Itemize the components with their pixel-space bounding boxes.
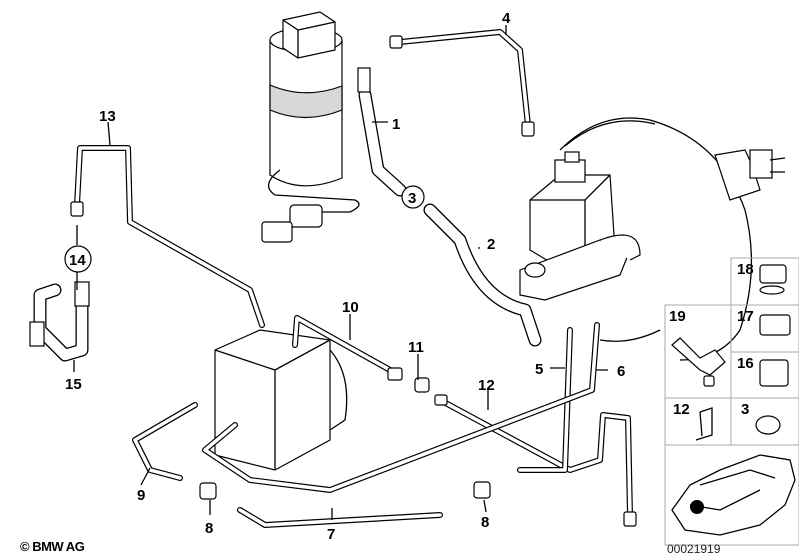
clip-18-drawing	[759, 264, 787, 284]
brake-booster	[559, 117, 786, 361]
inset-label-19: 19	[669, 308, 686, 325]
location-marker	[690, 500, 704, 514]
label-part-13: 13	[99, 108, 116, 125]
leader-lines	[73, 25, 608, 520]
inset-label-17: 17	[737, 308, 754, 325]
label-part-2: 2	[487, 236, 495, 253]
copyright-notice: © BMW AG	[20, 539, 85, 554]
label-part-7: 7	[327, 526, 335, 543]
clip-17-drawing	[759, 314, 791, 336]
inset-label-12: 12	[673, 401, 690, 418]
label-part-1: 1	[392, 116, 400, 133]
callout-circle-3	[401, 185, 425, 209]
clip-16-drawing	[759, 359, 789, 387]
small-parts-inset	[664, 257, 799, 546]
label-part-10: 10	[342, 299, 359, 316]
brake-pipes	[70, 29, 637, 528]
hydraulic-unit	[214, 329, 348, 471]
label-part-11: 11	[408, 339, 424, 356]
master-cylinder	[519, 151, 641, 301]
inset-label-3: 3	[741, 401, 749, 418]
label-part-5: 5	[535, 361, 543, 378]
label-part-8a: 8	[205, 520, 213, 537]
document-number: 00021919	[667, 542, 721, 556]
pressure-accumulator	[261, 11, 360, 243]
label-part-3: 3	[408, 190, 416, 207]
label-part-9: 9	[137, 487, 145, 504]
label-part-4: 4	[502, 10, 511, 27]
brake-hoses	[29, 67, 542, 362]
label-part-14: 14	[69, 252, 86, 269]
label-part-6: 6	[617, 363, 625, 380]
vehicle-outline	[671, 454, 796, 536]
label-part-15: 15	[65, 376, 82, 393]
bracket-12-drawing	[695, 407, 713, 441]
callout-circle-14	[64, 245, 92, 273]
bracket-19-drawing	[671, 337, 726, 376]
inset-label-16: 16	[737, 355, 754, 372]
hose-clamp-3-drawing	[755, 415, 781, 435]
inset-label-18: 18	[737, 261, 754, 278]
label-part-12: 12	[478, 377, 495, 394]
label-part-8b: 8	[481, 514, 489, 531]
